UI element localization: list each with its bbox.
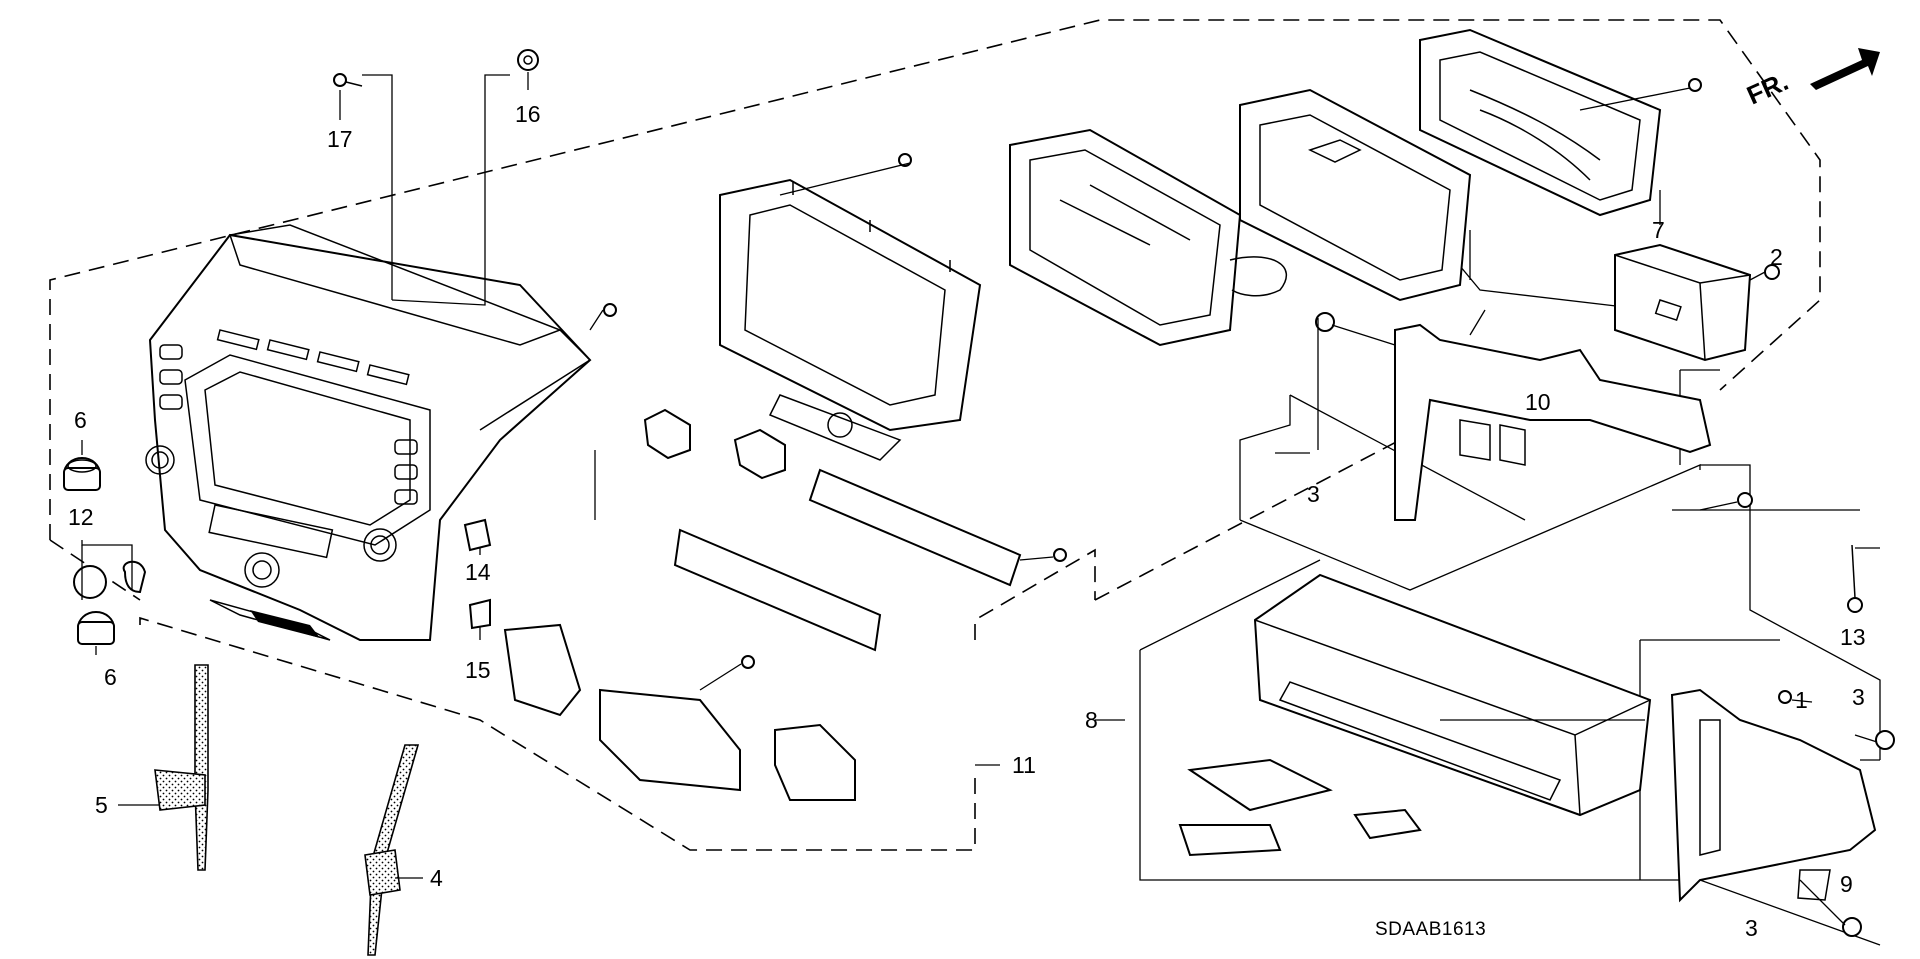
group-boundaries	[49, 19, 1821, 851]
fasteners-top	[333, 49, 539, 87]
callout-3-right: 3	[1852, 684, 1865, 710]
callout-1: 1	[1795, 687, 1808, 713]
diagram-code: SDAAB1613	[1375, 919, 1486, 940]
display-frame-assembly	[719, 178, 982, 461]
callout-10: 10	[1525, 389, 1551, 415]
control-unit-7	[1614, 243, 1752, 362]
callout-7: 7	[1652, 217, 1665, 243]
direction-label: FR.	[1742, 66, 1792, 110]
callout-8: 8	[1085, 707, 1098, 733]
front-arrow-icon	[1810, 48, 1880, 90]
main-audio-unit-8	[1178, 573, 1652, 857]
callout-15: 15	[465, 657, 491, 683]
callout-12: 12	[68, 504, 94, 530]
callout-3-bottom: 3	[1745, 915, 1758, 941]
callout-6-bottom: 6	[104, 664, 117, 690]
callout-5: 5	[95, 792, 108, 818]
bracket-9	[1670, 688, 1877, 903]
leader-lines-left	[81, 72, 1125, 879]
navigation-circuit-board	[1239, 88, 1472, 302]
foam-seal-strips	[154, 664, 420, 956]
callout-labels: 17 16 6 12 6 14 15 5 4 11 8 3 10 7 2 13 …	[68, 101, 1866, 941]
front-direction-indicator: FR.	[1742, 48, 1880, 110]
callout-6-top: 6	[74, 407, 87, 433]
knob-assemblies	[63, 457, 147, 645]
rear-circuit-board	[1419, 28, 1662, 217]
callout-14: 14	[465, 559, 491, 585]
callout-13: 13	[1840, 624, 1866, 650]
callout-16: 16	[515, 101, 541, 127]
callout-3-left: 3	[1307, 481, 1320, 507]
callout-4: 4	[430, 865, 443, 891]
callout-17: 17	[327, 126, 353, 152]
lcd-screen-assembly	[1009, 128, 1287, 347]
callout-9: 9	[1840, 871, 1853, 897]
screws-various	[603, 78, 1895, 937]
callout-2: 2	[1770, 244, 1783, 270]
leader-lines-middle	[589, 87, 1880, 926]
bracket-10	[1394, 323, 1712, 521]
center-panel-assembly	[145, 224, 592, 641]
small-bracket-parts	[463, 408, 1022, 801]
callout-11: 11	[1012, 752, 1036, 778]
